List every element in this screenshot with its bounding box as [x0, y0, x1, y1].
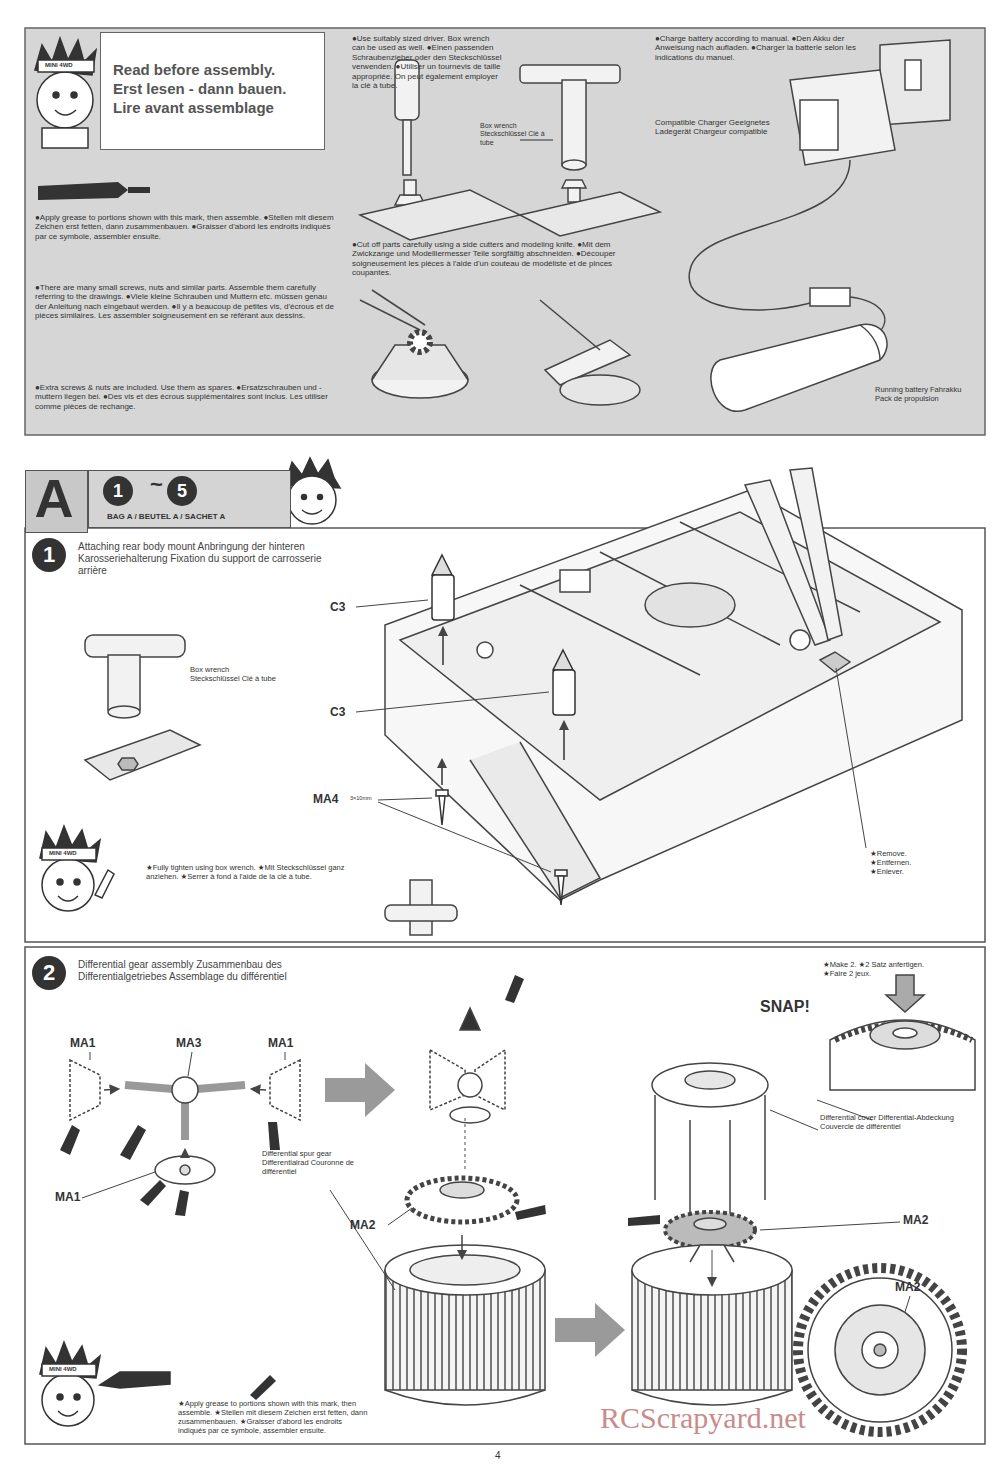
snap-gear	[817, 975, 975, 1120]
heading-text: Erst lesen - dann bauen.	[113, 80, 318, 98]
node-text: Read before assembly.	[113, 61, 318, 79]
screw	[436, 760, 567, 905]
leader-line	[356, 600, 866, 872]
mascot	[35, 38, 96, 148]
step-panel	[25, 947, 985, 1444]
note-text: ●There are many small screws, nuts and s…	[35, 283, 335, 321]
note-text: ●Extra screws & nuts are included. Use t…	[35, 383, 335, 411]
part-name: MA1	[70, 1036, 95, 1050]
section-letter-box: A	[25, 470, 88, 533]
node-text: 5	[167, 476, 197, 506]
headband-text: MINI 4WD	[49, 850, 77, 857]
step-circle: 1Attaching rear body mount Anbringung de…	[32, 538, 66, 572]
heading-text: Lire avant assemblage	[113, 99, 318, 117]
callout-circle: 5	[167, 476, 197, 506]
node-text: A	[26, 469, 82, 527]
cutting-illustration	[360, 290, 640, 405]
part-caption: Differential spur gear Differentialrad C…	[262, 1150, 374, 1177]
part-name: MA2	[903, 1213, 928, 1227]
differential-cover-assembly	[632, 1063, 792, 1405]
callout-text: SNAP!	[760, 998, 810, 1017]
range-tilde: ~	[150, 472, 163, 498]
body-mount	[432, 555, 575, 760]
node-text: 1	[103, 476, 133, 506]
leader-line	[82, 1052, 910, 1312]
chassis	[385, 490, 962, 900]
heading-text: Attaching rear body mount Anbringung der…	[78, 541, 348, 576]
info-panel	[25, 28, 985, 435]
part-name: C3	[330, 600, 345, 614]
note-text: ●Charge battery according to manual. ●De…	[655, 34, 865, 62]
assembled-gear	[798, 1268, 962, 1432]
intro-box: Read before assembly.Erst lesen - dann b…	[100, 32, 325, 150]
heading-text: Differential gear assembly Zusammenbau d…	[78, 959, 348, 983]
grease-tube	[38, 182, 150, 200]
note-text: ★Apply grease to portions shown with thi…	[178, 1400, 368, 1435]
part-caption: Differential cover Differential-Abdeckun…	[820, 1114, 970, 1132]
note-text: ★Remove. ★Entfernen. ★Enlever.	[870, 850, 940, 877]
part-name: MA2	[895, 1280, 920, 1294]
note-text: ●Apply grease to portions shown with thi…	[35, 213, 335, 241]
node-text: BAG A / BEUTEL A / SACHET A	[107, 512, 285, 521]
section-header-band: BAG A / BEUTEL A / SACHET A 1 5	[88, 470, 291, 528]
note-text: ★Make 2. ★2 Satz anfertigen. ★Faire 2 je…	[823, 961, 938, 979]
part-name: MA1	[55, 1190, 80, 1204]
headband-text: MINI 4WD	[49, 1366, 77, 1373]
callout-circle: 1	[103, 476, 133, 506]
dimension: 3×10mm	[350, 795, 372, 801]
part-caption: Box wrench Steckschlüssel Clé à tube	[480, 122, 554, 147]
charger-and-battery	[689, 40, 950, 411]
headband-text: MINI 4WD	[45, 62, 73, 69]
grease-mark	[60, 975, 660, 1400]
node-text: 2	[32, 956, 66, 990]
mascot	[40, 1342, 170, 1426]
note-text: ★Fully tighten using box wrench. ★Mit St…	[146, 864, 351, 882]
pliers	[745, 468, 842, 645]
box-wrench	[520, 65, 660, 236]
part-name: MA4	[313, 792, 338, 806]
part-caption: Box wrench Steckschlüssel Clé à tube	[190, 666, 276, 684]
watermark: RCScrapyard.net	[600, 1400, 806, 1435]
differential-assembly	[385, 1008, 545, 1405]
mascot	[285, 458, 340, 524]
mascot	[40, 826, 114, 911]
note-text: ●Use suitably sized driver. Box wrench c…	[352, 34, 502, 91]
part-name: C3	[330, 705, 345, 719]
part-caption: Compatible Charger Geeignetes Ladegerät …	[655, 118, 775, 137]
note-text: ●Cut off parts carefully using a side cu…	[352, 240, 642, 278]
part-caption: Running battery Fahrakku Pack de propuls…	[875, 386, 979, 404]
part-name: MA1	[268, 1036, 293, 1050]
part-name: MA3	[176, 1036, 201, 1050]
part-name: MA2	[350, 1218, 375, 1232]
page-number: 4	[495, 1450, 501, 1462]
step-circle: 2Differential gear assembly Zusammenbau …	[32, 956, 66, 990]
box-wrench	[85, 635, 457, 935]
node-text: 1	[32, 538, 66, 572]
